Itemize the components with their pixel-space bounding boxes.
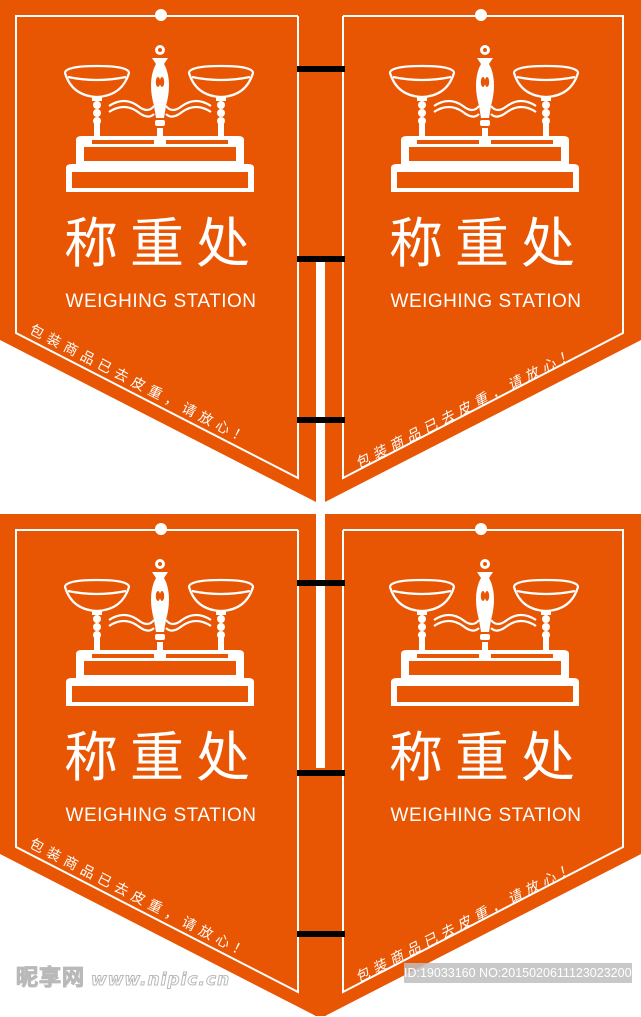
watermark-logo-text: 昵享网 [15, 966, 86, 992]
watermark-url: www.nipic.cn [91, 970, 231, 991]
sign-slogan: 包装商品已去皮重，请放心！ [353, 345, 580, 473]
sign-title-cn: 称重处 [64, 212, 262, 275]
sign-bottom-left: 称重处 WEIGHING STATION 包装商品已去皮重，请放心！ [0, 514, 316, 1017]
sign-title-en: WEIGHING STATION [390, 291, 582, 312]
sign-pair-bottom: 称重处 WEIGHING STATION 包装商品已去皮重，请放心！ 称重处 W… [0, 514, 641, 1017]
sign-pair-background [0, 0, 641, 502]
sign-slogan: 包装商品已去皮重，请放心！ [26, 322, 254, 450]
sign-title-cn: 称重处 [389, 726, 587, 789]
sign-title-cn: 称重处 [389, 212, 587, 275]
sign-bottom-right: 称重处 WEIGHING STATION 包装商品已去皮重，请放心！ [325, 514, 641, 1017]
balance-scale-icon [387, 44, 583, 194]
balance-scale-icon [62, 558, 258, 708]
sign-title-en: WEIGHING STATION [65, 805, 257, 826]
balance-scale-icon [387, 558, 583, 708]
sign-pair-top: 称重处 WEIGHING STATION 包装商品已去皮重，请放心！ 称重处 W… [0, 0, 641, 503]
sign-top-left: 称重处 WEIGHING STATION 包装商品已去皮重，请放心！ [0, 0, 316, 503]
watermark-id: ID:19033160 NO:20150206111230232000 [404, 963, 638, 983]
balance-scale-icon [62, 44, 258, 194]
sign-slogan: 包装商品已去皮重，请放心！ [26, 836, 254, 964]
sign-title-cn: 称重处 [64, 726, 262, 789]
sign-top-right: 称重处 WEIGHING STATION 包装商品已去皮重，请放心！ [325, 0, 641, 503]
sign-title-en: WEIGHING STATION [65, 291, 257, 312]
sign-pair-background [0, 514, 641, 1016]
sign-title-en: WEIGHING STATION [390, 805, 582, 826]
